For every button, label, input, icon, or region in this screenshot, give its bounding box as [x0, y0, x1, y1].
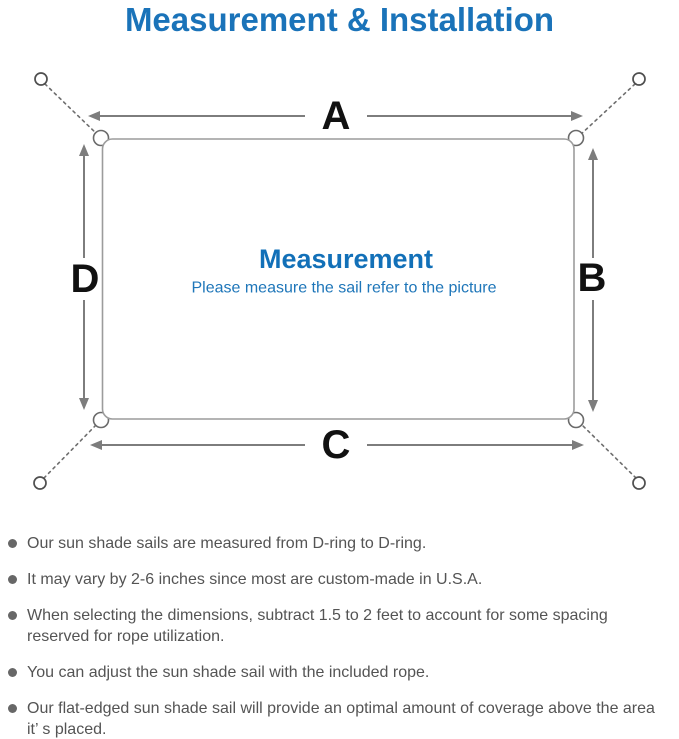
dimension-label-b: B	[578, 256, 607, 300]
note-text: Our sun shade sails are measured from D-…	[27, 535, 427, 552]
dimension-c	[90, 440, 584, 450]
diagram-center-subtitle: Please measure the sail refer to the pic…	[191, 280, 496, 297]
dimension-b	[588, 148, 598, 412]
note-item: Our sun shade sails are measured from D-…	[8, 533, 660, 554]
arrowhead-left-icon	[90, 440, 102, 450]
note-item: When selecting the dimensions, subtract …	[8, 605, 660, 647]
bullet-icon	[8, 668, 17, 677]
anchor-rings	[33, 72, 646, 490]
arrowhead-left-icon	[88, 111, 100, 121]
dimension-label-a: A	[322, 94, 351, 138]
dimension-label-d: D	[71, 257, 100, 301]
d-ring-top-right-icon	[567, 129, 585, 147]
dimension-label-c: C	[322, 423, 351, 467]
corner-tethers	[43, 83, 637, 479]
diagram-center-title: Measurement	[259, 244, 433, 274]
note-item: Our flat-edged sun shade sail will provi…	[8, 698, 660, 739]
measurement-diagram: A B C D Measurement Please measure the s…	[0, 60, 679, 520]
bullet-icon	[8, 704, 17, 713]
sail-outline	[101, 138, 575, 420]
bullet-icon	[8, 539, 17, 548]
arrowhead-up-icon	[79, 144, 89, 156]
arrowhead-right-icon	[571, 111, 583, 121]
anchor-ring-top-right-icon	[632, 72, 646, 86]
note-text: Our flat-edged sun shade sail will provi…	[27, 700, 655, 738]
arrowhead-down-icon	[588, 400, 598, 412]
anchor-ring-top-left-icon	[34, 72, 48, 86]
arrowhead-up-icon	[588, 148, 598, 160]
bullet-icon	[8, 611, 17, 620]
note-text: When selecting the dimensions, subtract …	[27, 607, 608, 645]
bullet-icon	[8, 575, 17, 584]
notes-list: Our sun shade sails are measured from D-…	[8, 533, 660, 739]
tether-top-left	[44, 83, 100, 137]
anchor-ring-bottom-left-icon	[33, 476, 47, 490]
anchor-ring-bottom-right-icon	[632, 476, 646, 490]
dimension-a	[88, 111, 583, 121]
note-text: It may vary by 2-6 inches since most are…	[27, 571, 483, 588]
page-title: Measurement & Installation	[124, 1, 555, 38]
arrowhead-down-icon	[79, 398, 89, 410]
note-text: You can adjust the sun shade sail with t…	[27, 664, 430, 681]
tether-bottom-right	[578, 421, 637, 479]
tether-top-right	[578, 83, 636, 137]
d-ring-bottom-right-icon	[567, 411, 585, 429]
dimension-d	[79, 144, 89, 410]
note-item: It may vary by 2-6 inches since most are…	[8, 569, 660, 590]
tether-bottom-left	[43, 421, 100, 479]
note-item: You can adjust the sun shade sail with t…	[8, 662, 660, 683]
arrowhead-right-icon	[572, 440, 584, 450]
diagram-canvas: A B C D Measurement Please measure the s…	[33, 72, 646, 490]
